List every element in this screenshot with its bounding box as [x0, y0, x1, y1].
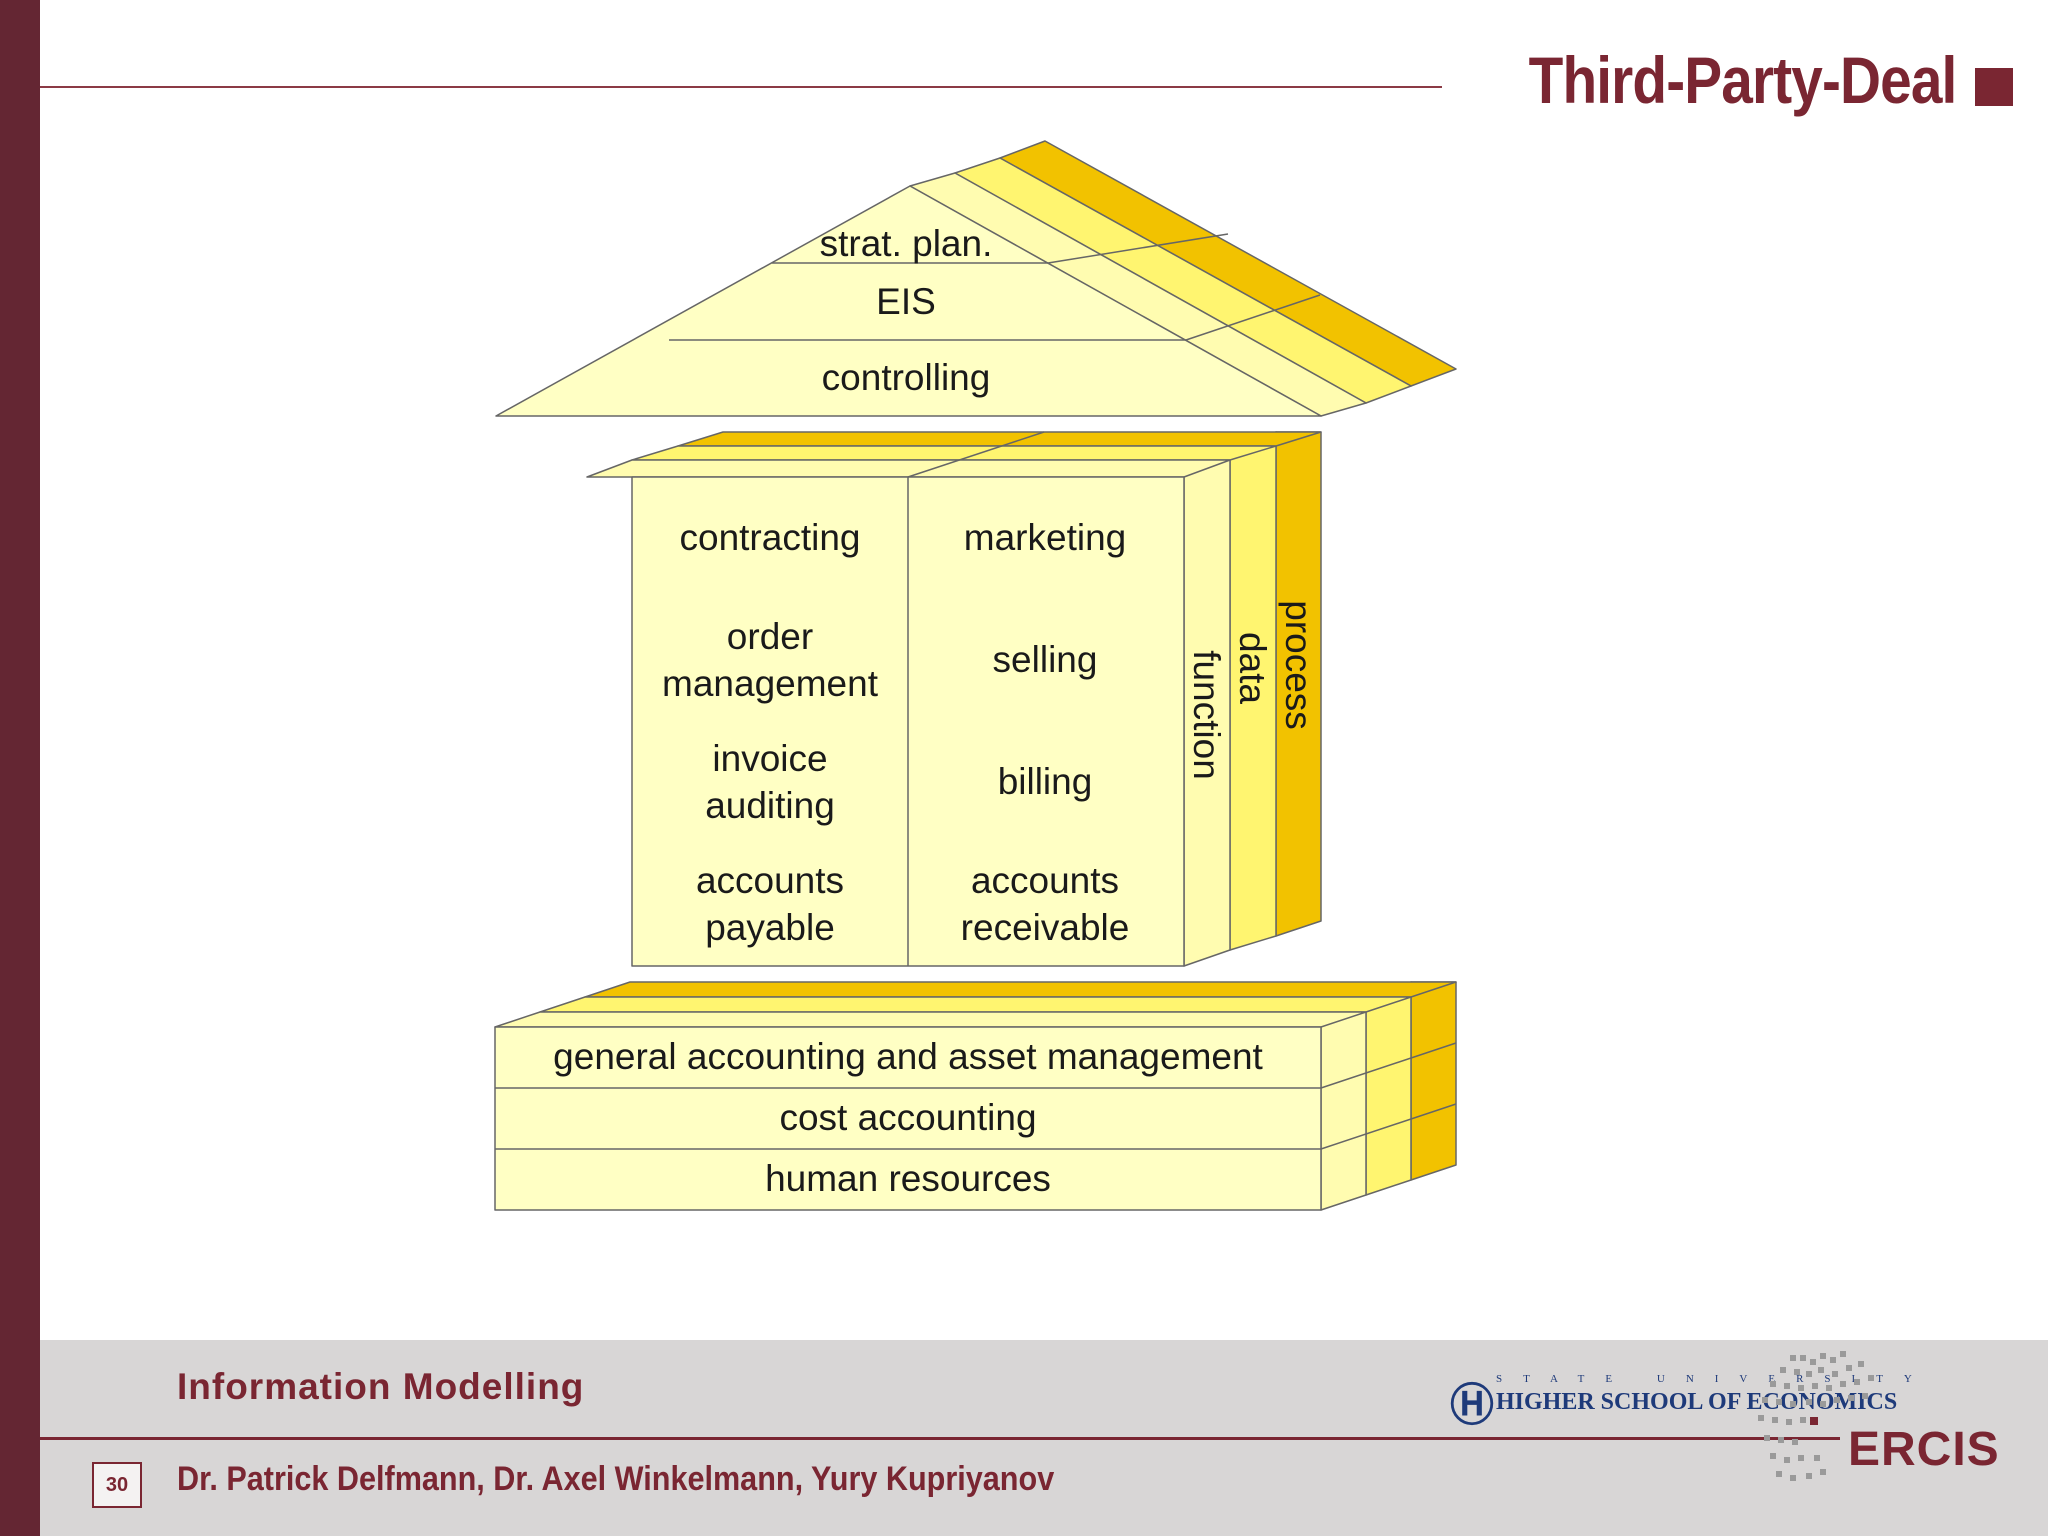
middle-top-divider	[907, 431, 1045, 478]
roof-label-strat-plan: strat. plan.	[820, 223, 993, 264]
slide-title: Third-Party-Deal	[1528, 43, 1957, 117]
base-edge-2	[1320, 1103, 1457, 1150]
europe-map-icon	[1758, 1351, 1874, 1481]
top-data-strip	[631, 445, 1277, 461]
roof-edge-2	[1185, 294, 1321, 341]
footer-rule	[40, 1437, 1840, 1440]
base-top-function	[494, 1011, 1367, 1028]
top-function-strip	[586, 459, 1231, 478]
title-square-icon	[1975, 68, 2013, 106]
base-top-process	[584, 981, 1457, 998]
view-label-data: data	[1232, 632, 1273, 704]
middle-block	[586, 431, 1322, 967]
base-top-data	[539, 996, 1412, 1013]
base-label-general-accounting: general accounting and asset management	[553, 1036, 1263, 1077]
label-receivable-line1: accounts	[971, 860, 1119, 901]
label-payable-line1: accounts	[696, 860, 844, 901]
base-block	[494, 981, 1457, 1211]
top-process-strip	[677, 431, 1322, 447]
base-edge-1	[1320, 1042, 1457, 1089]
label-payable-line2: payable	[705, 907, 835, 948]
roof-label-eis: EIS	[876, 281, 936, 322]
label-billing: billing	[998, 761, 1093, 802]
roof-front	[495, 185, 1322, 417]
base-label-cost-accounting: cost accounting	[779, 1097, 1036, 1138]
hse-emblem-icon: Ⓗ	[1450, 1381, 1494, 1430]
hse-name: HIGHER SCHOOL OF ECONOMICS	[1496, 1389, 1898, 1415]
label-selling: selling	[993, 639, 1098, 680]
page-number: 30	[92, 1462, 142, 1508]
roof	[495, 140, 1457, 417]
label-receivable-line2: receivable	[961, 907, 1130, 948]
view-label-process: process	[1278, 600, 1319, 730]
label-order-line1: order	[727, 616, 813, 657]
roof-label-controlling: controlling	[822, 357, 991, 398]
base-function-face	[1320, 996, 1367, 1211]
label-invoice-line2: auditing	[705, 785, 835, 826]
label-marketing: marketing	[964, 517, 1126, 558]
base-process-face	[1410, 981, 1457, 1181]
base-label-human-resources: human resources	[765, 1158, 1051, 1199]
view-label-function: function	[1186, 650, 1227, 780]
label-contracting: contracting	[680, 517, 861, 558]
course-title: Information Modelling	[177, 1366, 585, 1407]
label-order-line2: management	[662, 663, 879, 704]
ercis-logo-text: ERCIS	[1848, 1423, 2000, 1476]
hse-logo: Ⓗ STATE UNIVERSITY HIGHER SCHOOL OF ECON…	[1450, 1365, 1912, 1430]
roof-edge-1	[1047, 233, 1229, 264]
left-accent-bar	[0, 0, 40, 1536]
label-invoice-line1: invoice	[712, 738, 827, 779]
base-front	[494, 1026, 1322, 1211]
base-data-face	[1365, 981, 1412, 1196]
aris-house-diagram: strat. plan. EIS controlling contracting…	[494, 140, 1457, 1211]
title-rule	[40, 86, 1442, 88]
authors: Dr. Patrick Delfmann, Dr. Axel Winkelman…	[177, 1460, 1055, 1498]
